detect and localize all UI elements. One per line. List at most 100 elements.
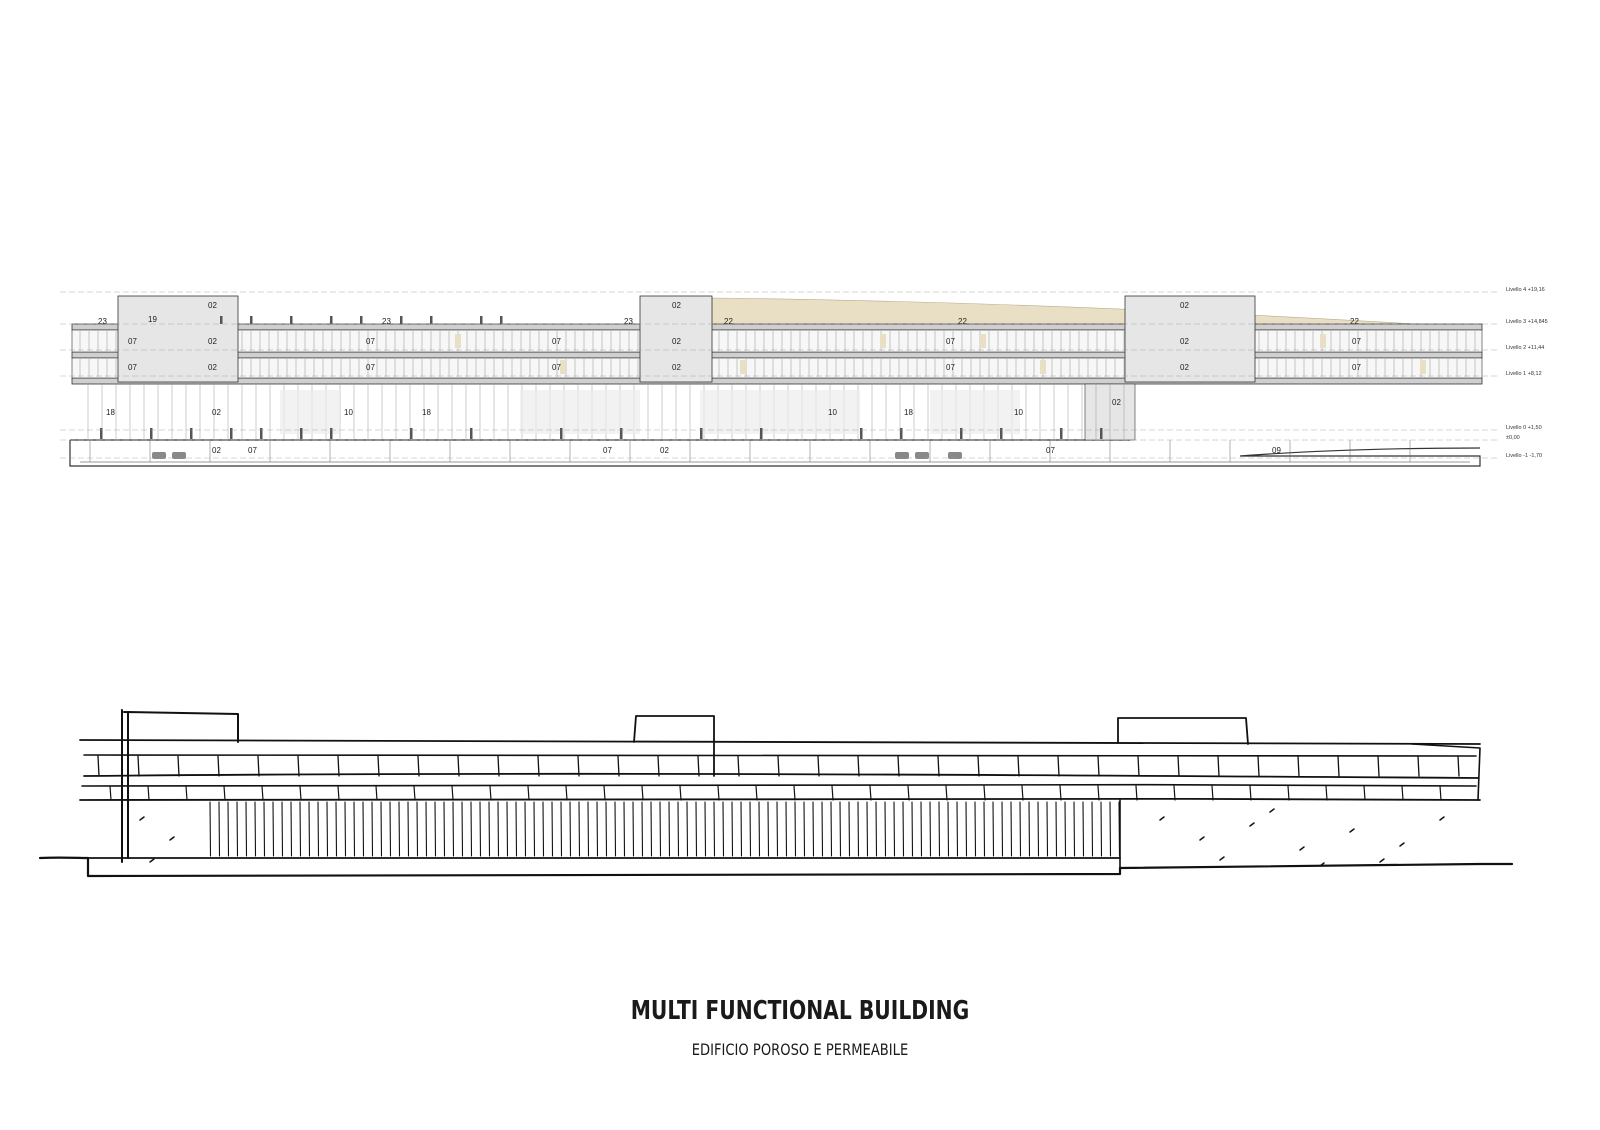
sketch-louvre bbox=[407, 801, 410, 857]
sketch-louvre bbox=[1046, 801, 1049, 857]
level-label: Livello 0 +1,50 bbox=[1506, 425, 1542, 431]
sketch-bay bbox=[1457, 755, 1460, 777]
sketch-bay bbox=[1057, 755, 1060, 777]
sketch-bay bbox=[257, 755, 260, 777]
sketch-louvre bbox=[425, 801, 428, 857]
car-figure bbox=[152, 452, 166, 459]
sketch-slab bbox=[79, 796, 1481, 801]
sketch-bay bbox=[413, 785, 416, 801]
ground-shade bbox=[280, 390, 340, 434]
level-label: Livello 4 +19,16 bbox=[1506, 287, 1545, 293]
sketch-louvre bbox=[272, 801, 275, 857]
sketch-bay bbox=[897, 755, 900, 777]
car-figure bbox=[895, 452, 909, 459]
zone-label: 09 bbox=[1272, 446, 1281, 455]
level-1-band bbox=[71, 357, 1483, 379]
zone-label: 02 bbox=[1180, 363, 1189, 372]
ground-shade bbox=[930, 390, 1020, 434]
person-figure bbox=[220, 316, 223, 324]
sketch-bay bbox=[907, 785, 910, 801]
sketch-louvre bbox=[560, 801, 563, 857]
shaded-panel bbox=[560, 360, 566, 374]
sketch-louvre bbox=[920, 801, 923, 857]
sketch-bay bbox=[1417, 755, 1420, 777]
sketch-louvre bbox=[506, 801, 509, 857]
sketch-texture bbox=[1379, 858, 1385, 863]
sketch-bay bbox=[1021, 785, 1024, 801]
sketch-louvre bbox=[587, 801, 590, 857]
sketch-louvre bbox=[992, 801, 995, 857]
sketch-louvre bbox=[515, 801, 518, 857]
sketch-louvre bbox=[731, 801, 734, 857]
sketch-louvre bbox=[875, 801, 878, 857]
sketch-bay bbox=[1059, 785, 1062, 801]
zone-label: 18 bbox=[422, 408, 431, 417]
sketch-texture bbox=[1249, 822, 1255, 827]
sketch-louvre bbox=[344, 801, 347, 857]
sketch-bay bbox=[457, 755, 460, 777]
sketch-louvre bbox=[695, 801, 698, 857]
zone-label: 02 bbox=[672, 363, 681, 372]
zone-label: 02 bbox=[208, 301, 217, 310]
zone-label: 18 bbox=[106, 408, 115, 417]
sketch-bay bbox=[1177, 755, 1180, 777]
sketch-louvre bbox=[1118, 801, 1121, 857]
sketch-louvre bbox=[488, 801, 491, 857]
person-figure bbox=[860, 428, 863, 439]
sketch-slab bbox=[83, 772, 1479, 779]
sketch-bay bbox=[617, 755, 620, 777]
sketch-louvre bbox=[1055, 801, 1058, 857]
sketch-louvre bbox=[767, 801, 770, 857]
sketch-slab-ground bbox=[85, 856, 1121, 859]
sketch-louvre bbox=[848, 801, 851, 857]
sketch-louvre bbox=[227, 801, 230, 857]
sketch-texture bbox=[1399, 842, 1405, 847]
sketch-bay bbox=[1097, 755, 1100, 777]
sketch-bay bbox=[147, 785, 150, 801]
sketch-louvre bbox=[929, 801, 932, 857]
sketch-louvre bbox=[857, 801, 860, 857]
shaded-panel bbox=[1040, 360, 1046, 374]
sketch-bay bbox=[489, 785, 492, 801]
sketch-louvre bbox=[623, 801, 626, 857]
sketch-louvre bbox=[650, 801, 653, 857]
sketch-louvre bbox=[704, 801, 707, 857]
sketch-bay bbox=[717, 785, 720, 801]
sketch-louvre bbox=[1100, 801, 1103, 857]
sketch-bay bbox=[1137, 755, 1140, 777]
sketch-louvre bbox=[389, 801, 392, 857]
sketch-bay bbox=[577, 755, 580, 777]
sketch-bay bbox=[337, 785, 340, 801]
person-figure bbox=[260, 428, 263, 439]
person-figure bbox=[1000, 428, 1003, 439]
sketch-louvre bbox=[524, 801, 527, 857]
shaded-panel bbox=[1420, 360, 1426, 374]
zone-label: 02 bbox=[672, 301, 681, 310]
sketch-louvre bbox=[398, 801, 401, 857]
sketch-louvre bbox=[677, 801, 680, 857]
sketch-left-tower bbox=[121, 709, 239, 863]
sketch-right-core bbox=[1117, 717, 1249, 745]
sketch-louvre bbox=[803, 801, 806, 857]
sketch-louvre bbox=[1109, 801, 1112, 857]
sketch-bay bbox=[1377, 755, 1380, 777]
sketch-louvre bbox=[1019, 801, 1022, 857]
sketch-louvre bbox=[902, 801, 905, 857]
sketch-louvre bbox=[371, 801, 374, 857]
person-figure bbox=[300, 428, 303, 439]
sketch-bay bbox=[1325, 785, 1328, 801]
sketch-louvre bbox=[740, 801, 743, 857]
sketch-texture bbox=[1199, 836, 1205, 841]
person-figure bbox=[700, 428, 703, 439]
sketch-texture bbox=[1319, 862, 1325, 867]
zone-label: 07 bbox=[946, 363, 955, 372]
zone-label: 02 bbox=[212, 408, 221, 417]
person-figure bbox=[100, 428, 103, 439]
sketch-louvre bbox=[1010, 801, 1013, 857]
level-label: Livello 2 +11,44 bbox=[1506, 345, 1544, 351]
sketch-louvre bbox=[290, 801, 293, 857]
sketch-louvre bbox=[263, 801, 266, 857]
person-figure bbox=[620, 428, 623, 439]
sketch-louvre bbox=[965, 801, 968, 857]
